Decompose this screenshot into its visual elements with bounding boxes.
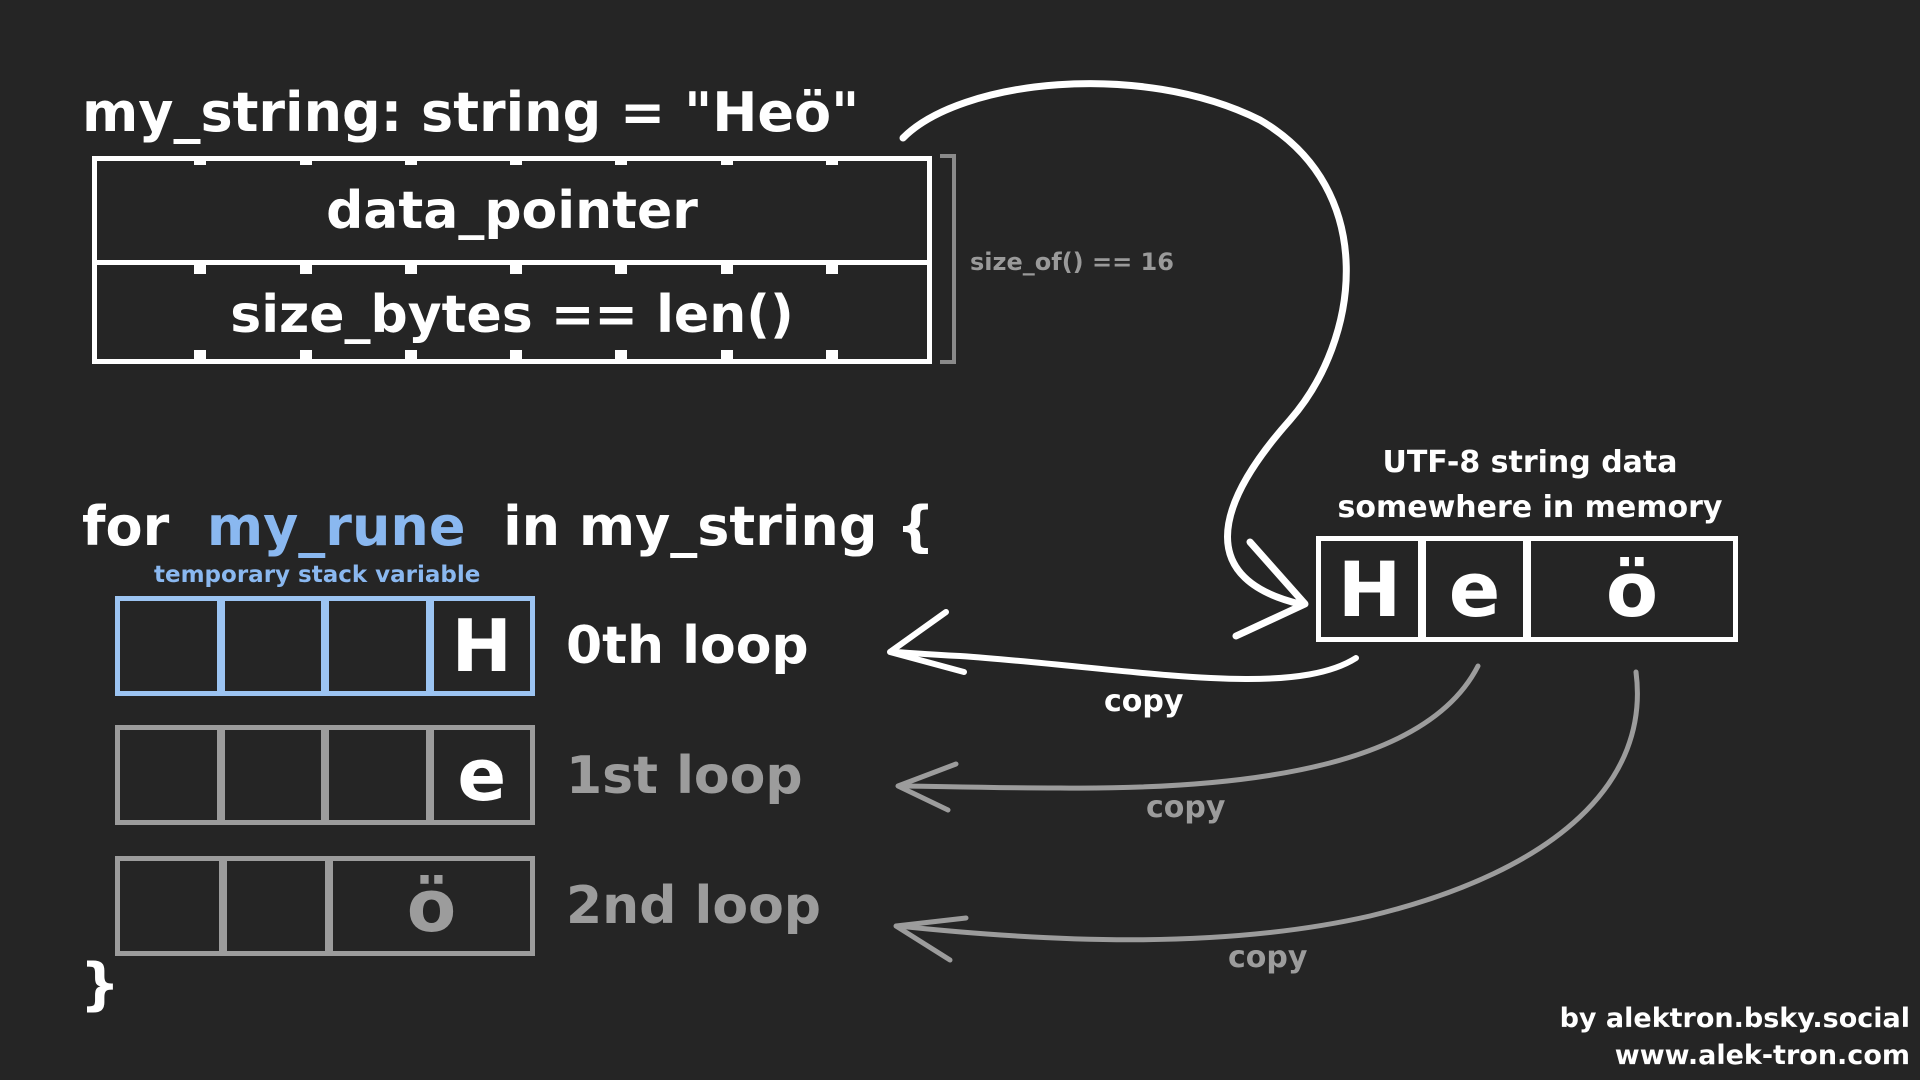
byte-tick xyxy=(194,350,206,359)
utf8-byte-o-umlaut: ö xyxy=(1605,544,1659,634)
copy-arrow-2 xyxy=(895,669,1640,943)
byte-tick xyxy=(510,350,522,359)
byte-tick xyxy=(510,156,522,165)
rune-box-1: e xyxy=(115,725,535,825)
copy-arrowhead-1 xyxy=(895,761,959,813)
copy-arrowhead-2 xyxy=(893,915,969,963)
byte-tick xyxy=(194,156,206,165)
byte-tick xyxy=(826,260,838,274)
rune-byte-cell xyxy=(225,601,329,691)
rune-byte-cell xyxy=(225,730,329,820)
utf8-label-line2: somewhere in memory xyxy=(1337,490,1723,525)
string-declaration: my_string: string = "Heö" xyxy=(82,81,860,144)
byte-tick xyxy=(721,260,733,274)
credit-bsky: by alektron.bsky.social xyxy=(1559,1003,1910,1034)
copy-arrow-0 xyxy=(889,649,1359,682)
size-of-note: size_of() == 16 xyxy=(970,248,1174,276)
byte-tick xyxy=(721,350,733,359)
byte-tick xyxy=(194,260,206,274)
temp-variable-label: temporary stack variable xyxy=(154,562,481,588)
byte-tick xyxy=(615,260,627,274)
rune-char: H xyxy=(451,604,512,688)
byte-tick xyxy=(615,156,627,165)
rune-box-0: H xyxy=(115,596,535,696)
byte-tick xyxy=(300,260,312,274)
utf8-byte-box: H e ö xyxy=(1316,536,1738,642)
copy-label-2: copy xyxy=(1228,940,1308,975)
byte-tick xyxy=(826,350,838,359)
rune-box-2: ö xyxy=(115,856,535,956)
byte-tick xyxy=(510,260,522,274)
credits: by alektron.bsky.social www.alek-tron.co… xyxy=(1560,1000,1910,1074)
rune-byte-cell xyxy=(120,601,225,691)
rune-byte-cell xyxy=(329,730,434,820)
utf8-byte-h: H xyxy=(1321,541,1426,637)
loop-label-2: 2nd loop xyxy=(566,876,822,936)
copy-label-1: copy xyxy=(1146,790,1226,825)
size-bracket xyxy=(940,154,956,364)
data-pointer-field: data_pointer xyxy=(326,180,698,241)
rune-byte-cell xyxy=(329,601,434,691)
loop-label-0: 0th loop xyxy=(566,616,809,676)
byte-tick xyxy=(300,350,312,359)
copy-arrowhead-0 xyxy=(887,609,967,675)
rune-char: ö xyxy=(406,864,457,948)
pointer-arrow xyxy=(899,80,1350,608)
byte-tick xyxy=(405,156,417,165)
copy-arrow-1 xyxy=(897,663,1481,791)
size-bytes-field: size_bytes == len() xyxy=(97,260,927,364)
closing-brace: } xyxy=(80,952,120,1017)
byte-tick xyxy=(300,156,312,165)
pointer-arrowhead xyxy=(1232,538,1309,640)
rune-char: e xyxy=(457,733,507,817)
rune-variable: my_rune xyxy=(206,495,466,558)
rune-byte-cell xyxy=(120,861,227,951)
byte-tick xyxy=(405,350,417,359)
rune-byte-cell xyxy=(120,730,225,820)
for-keyword: for xyxy=(82,495,170,558)
rune-byte-cell xyxy=(227,861,333,951)
copy-label-0: copy xyxy=(1104,684,1184,719)
loop-label-1: 1st loop xyxy=(566,746,803,806)
utf8-label-line1: UTF-8 string data xyxy=(1382,445,1678,480)
byte-tick xyxy=(721,156,733,165)
utf8-byte-e: e xyxy=(1426,541,1531,637)
byte-tick xyxy=(405,260,417,274)
utf8-data-label: UTF-8 string data somewhere in memory xyxy=(1320,440,1740,530)
credit-website: www.alek-tron.com xyxy=(1614,1040,1910,1071)
byte-tick xyxy=(826,156,838,165)
loop-iterable: in my_string { xyxy=(503,495,935,558)
for-loop-header: for my_rune in my_string { xyxy=(82,492,935,562)
byte-tick xyxy=(615,350,627,359)
string-struct: data_pointer size_bytes == len() xyxy=(92,156,932,364)
